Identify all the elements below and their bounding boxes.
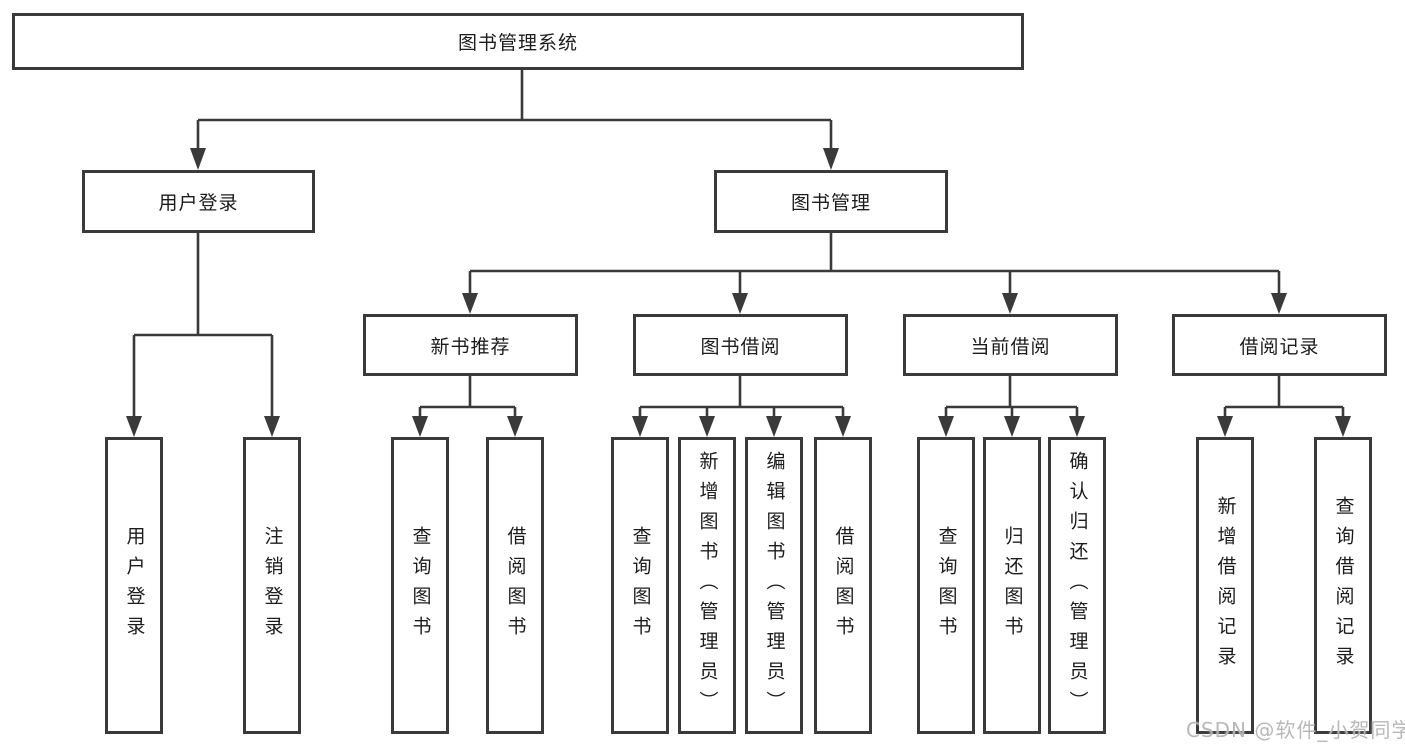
node-library-management-system: 图书管理系统 (12, 13, 1024, 70)
node-borrow-records: 借阅记录 (1172, 314, 1387, 376)
node-book-borrow: 图书借阅 (633, 314, 848, 376)
node-leaf-borrow-book-recommend: 借阅图书 (486, 437, 544, 734)
node-leaf-edit-book-admin: 编辑图书（管理员） (745, 437, 803, 734)
csdn-watermark: CSDN @软件_小贺同学 (1186, 718, 1405, 742)
node-leaf-confirm-return-admin: 确认归还（管理员） (1048, 437, 1106, 734)
node-leaf-query-book-current: 查询图书 (917, 437, 975, 734)
node-current-borrow: 当前借阅 (903, 314, 1118, 376)
node-leaf-query-book-recommend: 查询图书 (391, 437, 449, 734)
node-leaf-query-borrow-record: 查询借阅记录 (1314, 437, 1372, 734)
node-leaf-add-book-admin: 新增图书（管理员） (678, 437, 736, 734)
node-new-book-recommend: 新书推荐 (363, 314, 578, 376)
node-leaf-borrow-book: 借阅图书 (814, 437, 872, 734)
node-book-management-branch: 图书管理 (714, 170, 948, 233)
node-leaf-logout: 注销登录 (243, 437, 301, 734)
connector-strokes (132, 70, 1345, 419)
node-leaf-return-book: 归还图书 (983, 437, 1041, 734)
arrowheads (126, 148, 1351, 437)
node-leaf-add-borrow-record: 新增借阅记录 (1196, 437, 1254, 734)
node-user-login-branch: 用户登录 (82, 170, 315, 233)
node-leaf-user-login: 用户登录 (105, 437, 163, 734)
node-leaf-query-book-borrow: 查询图书 (611, 437, 669, 734)
